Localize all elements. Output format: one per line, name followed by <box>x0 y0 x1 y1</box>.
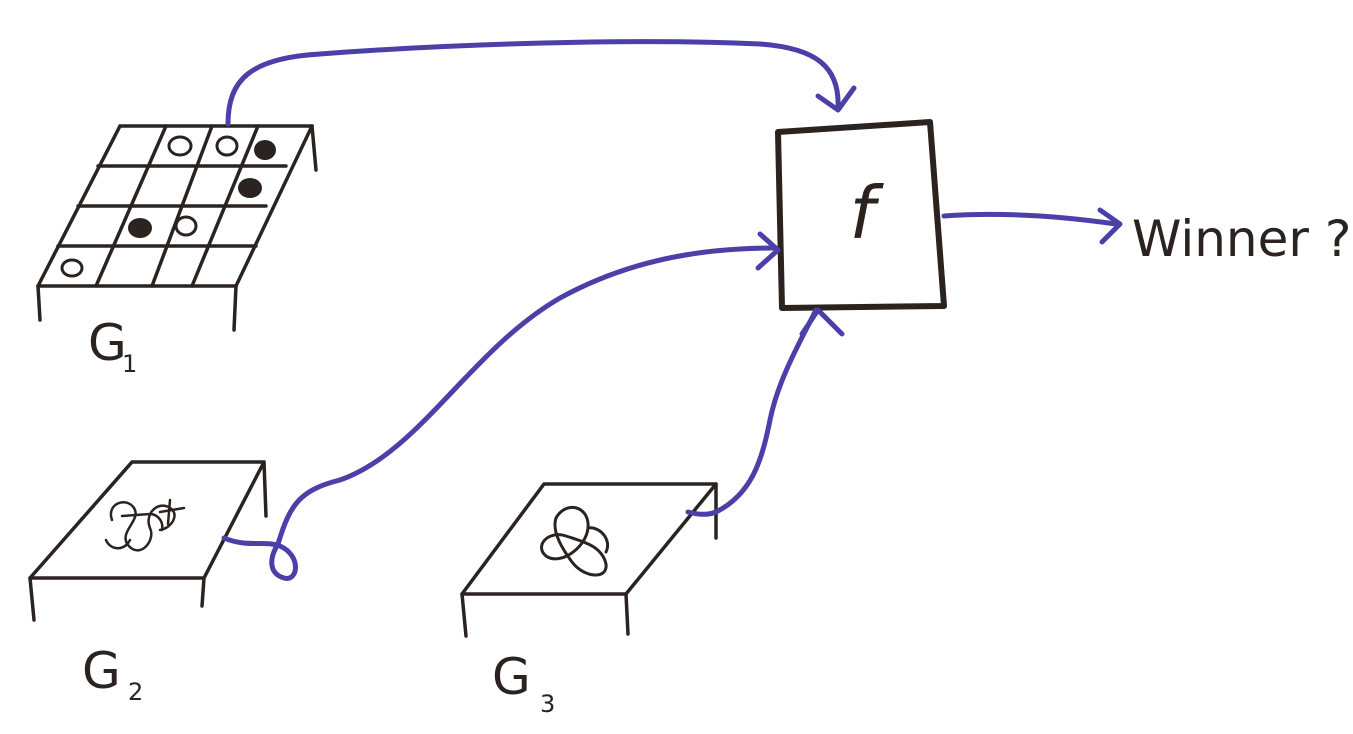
black-stone <box>254 140 276 160</box>
arrowhead-output <box>1097 207 1123 245</box>
black-stone <box>128 218 152 238</box>
white-stone <box>167 135 193 157</box>
trefoil-knot <box>540 506 609 577</box>
white-stone <box>174 215 198 237</box>
board-legs <box>36 124 318 332</box>
function-label: f <box>849 171 884 255</box>
board-stones <box>60 135 276 278</box>
label-g1: G 1 <box>88 314 137 378</box>
wire-g2-to-f <box>221 245 777 581</box>
board-legs <box>460 482 718 638</box>
output-label: Winner ? <box>1132 210 1351 268</box>
label-g3-subscript: 3 <box>540 690 555 718</box>
knot-drawing <box>104 498 186 552</box>
board-top <box>460 482 718 596</box>
board-legs <box>28 460 268 622</box>
label-g1-letter: G <box>88 314 127 372</box>
grid-lines <box>36 124 314 288</box>
label-g1-subscript: 1 <box>122 350 137 378</box>
connections <box>221 39 1123 581</box>
black-stone <box>238 178 262 198</box>
label-g2-subscript: 2 <box>128 678 143 706</box>
arrowhead-g3 <box>799 307 845 337</box>
game-board-g1: G 1 <box>36 124 318 378</box>
function-box-outline <box>775 119 947 311</box>
game-board-g2: G 2 <box>28 460 268 706</box>
label-g2-letter: G <box>82 642 121 700</box>
label-g2: G 2 <box>82 642 143 706</box>
wire-g3-to-f <box>685 307 819 517</box>
wire-g1-to-f <box>225 39 841 127</box>
arrowhead-g2 <box>755 231 781 271</box>
label-g3-letter: G <box>492 648 531 706</box>
arrowhead-g1 <box>815 85 857 113</box>
white-stone <box>60 258 84 278</box>
white-stone <box>215 135 239 157</box>
function-box: f <box>775 119 947 311</box>
label-g3: G 3 <box>492 648 555 718</box>
board-top <box>28 460 266 580</box>
game-board-g3: G 3 <box>460 482 718 718</box>
wire-f-to-output <box>941 211 1119 227</box>
